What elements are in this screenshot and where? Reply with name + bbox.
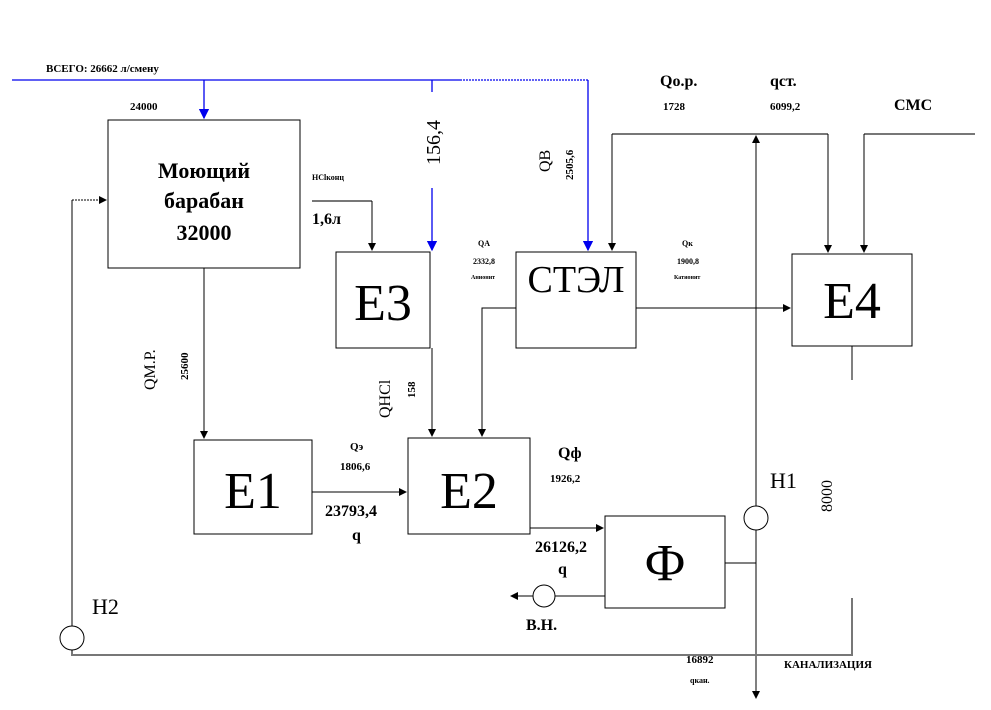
pump-h1-icon	[743, 505, 769, 531]
tank-e3-box	[335, 251, 431, 349]
qe-value: 1806,6	[340, 461, 371, 473]
drain-q-label: qкан.	[690, 676, 710, 685]
tank-e1-box	[193, 439, 313, 535]
e1-e2-q: q	[352, 527, 361, 544]
stel-label: СТЭЛ	[527, 259, 624, 301]
qe-label: Qэ	[350, 441, 364, 453]
tank-e4-label: Е4	[823, 273, 881, 330]
qmr-value: 25600	[179, 352, 191, 380]
tank-e3-label: Е3	[354, 275, 412, 332]
washing-drum-box	[107, 119, 301, 269]
qa-value: 2332,8	[473, 257, 495, 266]
water-e3-value: 156,4	[423, 120, 445, 165]
pump-h2-icon	[59, 625, 85, 651]
qf-label: Qф	[558, 445, 582, 462]
tank-e1-label: Е1	[224, 463, 282, 520]
drain-name: КАНАЛИЗАЦИЯ	[784, 659, 872, 671]
qst-label: qст.	[770, 73, 797, 90]
qst-value: 6099,2	[770, 101, 801, 113]
drum-capacity: 32000	[177, 220, 232, 245]
stel-box	[515, 251, 637, 349]
filter-label: Ф	[644, 535, 685, 592]
hcl-label: HClконц	[312, 173, 344, 182]
qk-sub: Катионит	[674, 275, 700, 281]
qa-label: QА	[478, 239, 490, 248]
tank-e2-label: Е2	[440, 463, 498, 520]
e2-out-q: q	[558, 561, 567, 578]
qk-value: 1900,8	[677, 257, 699, 266]
qb-value: 2505,6	[564, 149, 576, 180]
water-supply-lines	[12, 79, 594, 252]
pump-vn-label: В.Н.	[526, 617, 557, 634]
qor-value: 1728	[663, 101, 686, 113]
drum-inflow: 24000	[130, 101, 158, 113]
qhcl-value: 158	[406, 381, 418, 398]
qhcl-label: QHCl	[377, 379, 394, 418]
drum-title-2: барабан	[164, 188, 244, 213]
sms-label: СМС	[894, 97, 932, 114]
flow-lines	[71, 133, 975, 699]
drain-value: 16892	[686, 654, 714, 666]
hcl-value: 1,6л	[312, 211, 341, 228]
qb-label: QB	[537, 150, 554, 172]
total-label: ВСЕГО: 26662 л/смену	[46, 63, 159, 75]
qa-sub: Анионит	[471, 275, 495, 281]
drum-title-1: Моющий	[158, 158, 251, 183]
pump-h2-label: Н2	[92, 594, 119, 619]
e2-out-flow: 26126,2	[535, 539, 587, 556]
qf-value: 1926,2	[550, 473, 581, 485]
e4-out-value: 8000	[819, 480, 836, 512]
tank-e2-box	[407, 437, 531, 535]
filter-box	[604, 515, 726, 609]
qor-label: Qо.р.	[660, 73, 697, 90]
qmr-label: QМ.Р.	[142, 349, 159, 390]
e1-e2-flow: 23793,4	[325, 503, 377, 520]
tank-e4-box	[791, 253, 913, 347]
qk-label: Qк	[682, 239, 693, 248]
pump-vn-icon	[532, 584, 556, 608]
pump-h1-label: Н1	[770, 468, 797, 493]
